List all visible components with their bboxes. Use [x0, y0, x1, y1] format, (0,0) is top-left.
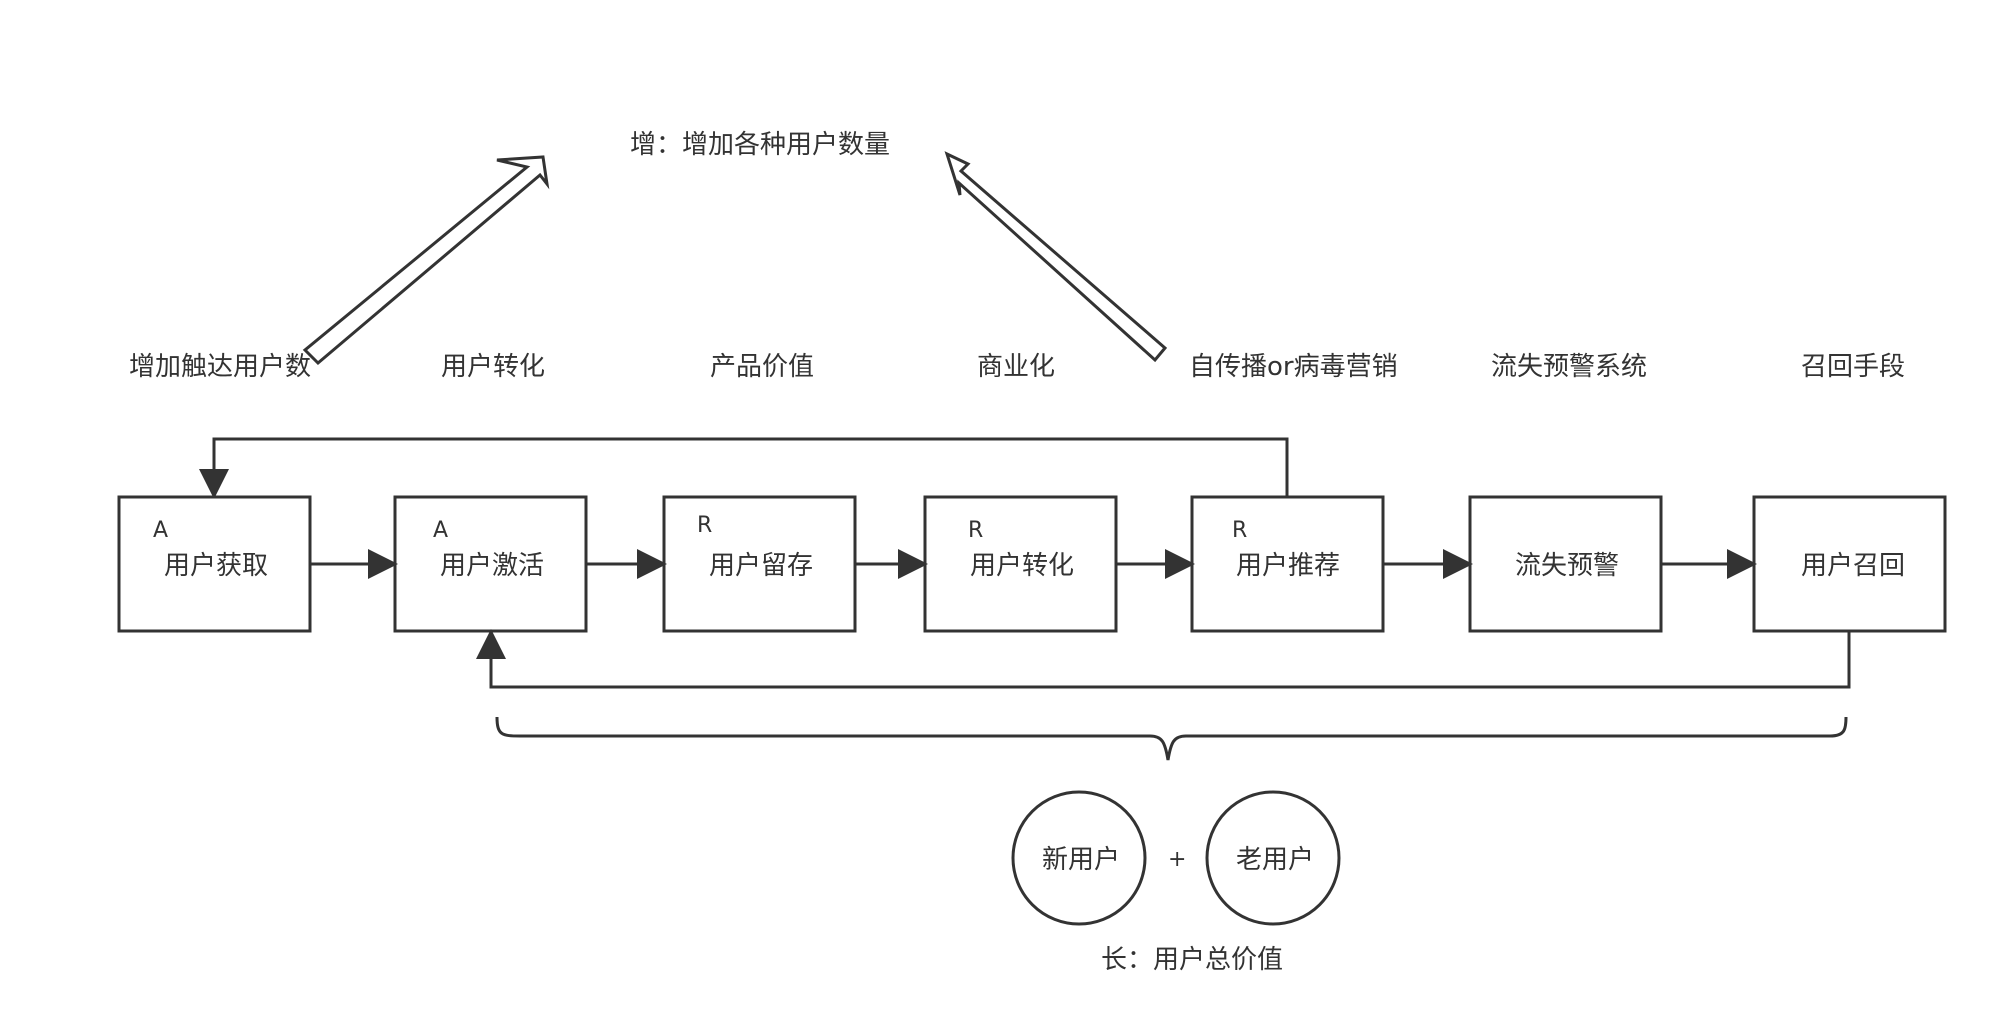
node-label: 用户激活 [440, 551, 544, 581]
circle-label: 新用户 [1042, 845, 1120, 875]
stage-label-4: 商业化 [977, 352, 1055, 382]
stage-label-7: 召回手段 [1801, 352, 1905, 382]
node-label: 用户召回 [1801, 551, 1905, 581]
node-label: 用户留存 [709, 551, 813, 581]
node-user-conversion: R 用户转化 [923, 495, 1118, 633]
circle-new-users: 新用户 [1011, 790, 1147, 926]
left-hollow-arrow [302, 155, 550, 366]
node-user-retention: R 用户留存 [662, 495, 857, 633]
node-tag: R [697, 513, 712, 538]
stage-label-3: 产品价值 [710, 352, 814, 382]
node-label: 用户获取 [164, 551, 268, 581]
stage-label-5: 自传播or病毒营销 [1189, 352, 1398, 382]
diagram-title: 增：增加各种用户数量 [630, 130, 890, 160]
right-hollow-arrow [944, 151, 1168, 363]
node-user-acquisition: A 用户获取 [117, 495, 312, 633]
stage-label-6: 流失预警系统 [1491, 352, 1647, 382]
footer-label: 长：用户总价值 [1101, 945, 1283, 975]
node-churn-warning: 流失预警 [1468, 495, 1663, 633]
stage-label-1: 增加触达用户数 [129, 352, 311, 382]
circle-old-users: 老用户 [1205, 790, 1341, 926]
node-label: 流失预警 [1515, 551, 1619, 581]
node-user-referral: R 用户推荐 [1190, 495, 1385, 633]
node-tag: R [1232, 518, 1247, 543]
node-tag: A [433, 518, 448, 543]
node-label: 用户转化 [970, 551, 1074, 581]
plus-sign: + [1168, 847, 1186, 872]
node-user-activation: A 用户激活 [393, 495, 588, 633]
node-label: 用户推荐 [1236, 551, 1340, 581]
node-user-recall: 用户召回 [1752, 495, 1947, 633]
node-tag: R [968, 518, 983, 543]
stage-label-2: 用户转化 [441, 352, 545, 382]
node-tag: A [153, 518, 168, 543]
recall-loop-arrow [476, 629, 1851, 689]
circle-label: 老用户 [1236, 845, 1314, 875]
referral-loop-arrow [199, 437, 1289, 499]
grouping-brace [495, 716, 1848, 761]
